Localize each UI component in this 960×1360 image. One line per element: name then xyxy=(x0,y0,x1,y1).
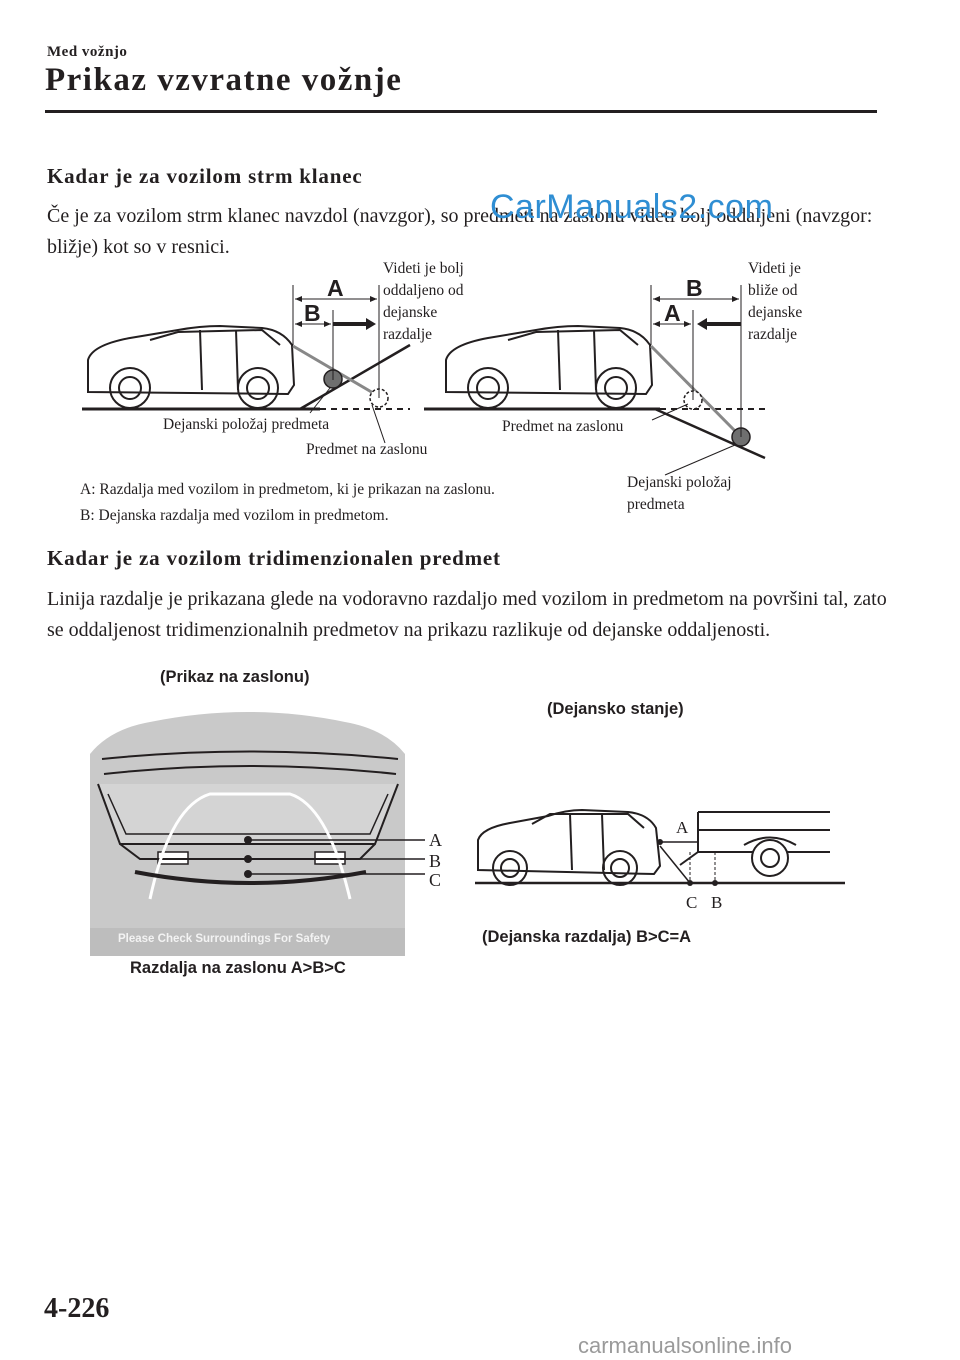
fig1-right-actual-label: Dejanski položaj predmeta xyxy=(627,472,732,516)
fig1-right-note-line: bliže od xyxy=(748,280,802,302)
fig2-actual-caption: (Dejansko stanje) xyxy=(547,700,684,719)
fig2-screen-caption: (Prikaz na zaslonu) xyxy=(160,668,309,687)
fig1-left-note-line: razdalje xyxy=(383,324,464,346)
fig1-left-actual-label: Dejanski položaj predmeta xyxy=(163,414,329,436)
fig1-legend-b: B: Dejanska razdalja med vozilom in pred… xyxy=(80,504,389,528)
fig1-right-letter-a: A xyxy=(664,300,681,327)
fig1-left-note-line: dejanske xyxy=(383,302,464,324)
slope-figure xyxy=(0,0,960,520)
screen-distance-caption: Razdalja na zaslonu A>B>C xyxy=(130,959,346,978)
fig1-left-letter-b: B xyxy=(304,300,321,327)
section2-paragraph: Linija razdalje je prikazana glede na vo… xyxy=(47,584,887,646)
fig1-right-letter-b: B xyxy=(686,275,703,302)
fig1-right-note-line: razdalje xyxy=(748,324,802,346)
actual-distance-caption: (Dejanska razdalja) B>C=A xyxy=(482,928,691,947)
actual-label-a: A xyxy=(676,818,688,838)
fig1-right-actual-line: Dejanski položaj xyxy=(627,472,732,494)
page-number: 4-226 xyxy=(44,1293,109,1325)
fig1-right-note: Videti je bliže od dejanske razdalje xyxy=(748,258,802,346)
fig1-left-note-line: oddaljeno od xyxy=(383,280,464,302)
fig1-right-note-line: Videti je xyxy=(748,258,802,280)
screen-banner: Please Check Surroundings For Safety xyxy=(118,933,330,945)
screen-label-b: B xyxy=(429,851,441,872)
fig1-legend-a: A: Razdalja med vozilom in predmetom, ki… xyxy=(80,478,495,502)
fig1-left-letter-a: A xyxy=(327,275,344,302)
actual-label-b: B xyxy=(711,893,722,913)
fig1-right-screen-label: Predmet na zaslonu xyxy=(502,416,623,438)
right-car-drawing xyxy=(446,326,652,408)
screen-display-drawing xyxy=(90,694,410,956)
screen-label-c: C xyxy=(429,870,441,891)
fig1-left-screen-label: Predmet na zaslonu xyxy=(306,439,427,461)
fig1-right-actual-line: predmeta xyxy=(627,494,732,516)
fig1-right-note-line: dejanske xyxy=(748,302,802,324)
actual-scene-drawing xyxy=(470,790,850,900)
footer-watermark: carmanualsonline.info xyxy=(578,1333,792,1359)
screen-label-a: A xyxy=(429,830,442,851)
fig1-left-note: Videti je bolj oddaljeno od dejanske raz… xyxy=(383,258,464,346)
section2-heading: Kadar je za vozilom tridimenzionalen pre… xyxy=(47,546,501,571)
left-car-drawing xyxy=(88,326,294,408)
actual-label-c: C xyxy=(686,893,697,913)
fig1-left-note-line: Videti je bolj xyxy=(383,258,464,280)
